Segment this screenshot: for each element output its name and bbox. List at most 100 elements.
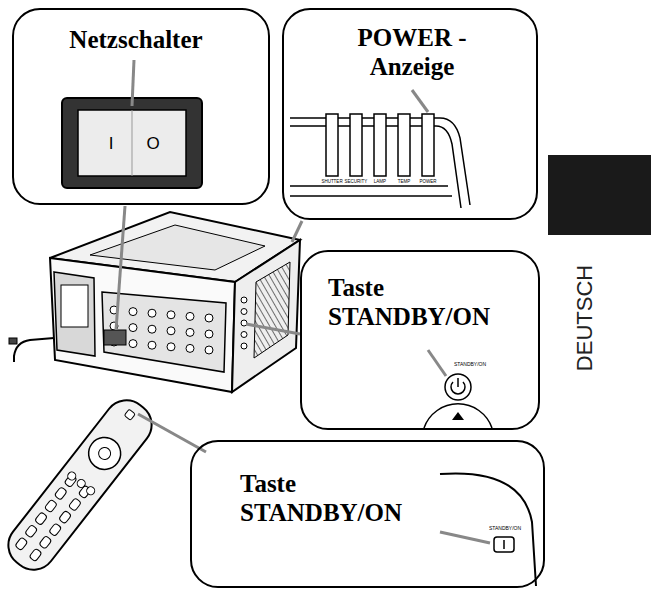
indicator-label: LAMP xyxy=(374,180,386,185)
drawing-circle xyxy=(76,478,87,489)
drawing-circle xyxy=(445,374,471,400)
drawing-circle xyxy=(241,297,247,303)
drawing-g xyxy=(326,114,434,176)
drawing-rect xyxy=(15,537,28,551)
drawing-line xyxy=(503,540,505,549)
drawing-rect xyxy=(326,114,338,176)
drawing-rect xyxy=(25,524,38,538)
drawing-line xyxy=(132,60,134,106)
indicator-label: SHUTTER xyxy=(321,180,342,185)
drawing-rect xyxy=(68,498,81,512)
language-tab xyxy=(548,155,651,235)
drawing-rect xyxy=(191,441,544,587)
drawing-rect xyxy=(61,285,88,327)
drawing-circle xyxy=(167,343,175,351)
callout-box: POWER - Anzeige xyxy=(282,8,538,220)
drawing-rect xyxy=(494,537,514,552)
drawing-rect xyxy=(350,114,362,176)
drawing-polygon xyxy=(102,292,226,372)
drawing-rect xyxy=(283,9,537,219)
callout-box: Taste STANDBY/ON xyxy=(190,440,545,588)
drawing-rect xyxy=(104,330,126,345)
drawing-line xyxy=(132,110,133,176)
drawing-circle xyxy=(241,343,247,349)
indicator-label: TEMP xyxy=(398,180,411,185)
drawing-rect xyxy=(54,487,67,501)
drawing-polygon xyxy=(90,225,265,270)
drawing-line xyxy=(457,378,459,387)
drawing-circle xyxy=(148,341,156,349)
drawing-path xyxy=(290,185,448,187)
drawing-polygon xyxy=(54,272,95,356)
drawing-circle xyxy=(186,312,194,320)
drawing-rect xyxy=(398,114,410,176)
indicator-label: POWER xyxy=(419,180,436,185)
drawing-path xyxy=(452,412,464,420)
drawing-rect xyxy=(29,548,42,562)
drawing-rect xyxy=(13,9,269,204)
switch-symbol: I xyxy=(109,135,114,152)
drawing-g xyxy=(13,470,96,564)
drawing-polygon xyxy=(232,240,300,392)
drawing-circle xyxy=(148,325,156,333)
drawing-rect xyxy=(9,338,17,344)
drawing-circle xyxy=(96,445,113,462)
drawing-circle xyxy=(186,344,194,352)
callout-box: Taste STANDBY/ON xyxy=(300,250,540,430)
drawing-rect xyxy=(0,391,160,578)
callout-pictures xyxy=(62,60,651,586)
drawing-circle xyxy=(205,330,213,338)
drawing-line xyxy=(292,221,302,242)
drawing-circle xyxy=(148,309,156,317)
drawing-circle xyxy=(205,314,213,322)
drawing-circle xyxy=(129,324,137,332)
drawing-line xyxy=(246,324,300,334)
drawing-g xyxy=(13,9,544,587)
drawing-circle xyxy=(129,340,137,348)
drawing-path xyxy=(290,195,452,197)
drawing-rect xyxy=(301,251,539,429)
remote-control xyxy=(0,391,160,578)
drawing-rect xyxy=(374,114,386,176)
callout-title: Netzschalter xyxy=(14,26,258,55)
drawing-circle xyxy=(85,485,96,496)
drawing-rect xyxy=(422,114,434,176)
drawing-circle xyxy=(241,332,247,338)
drawing-path xyxy=(424,404,492,428)
drawing-rect xyxy=(44,499,57,513)
drawing-polygon xyxy=(50,258,235,392)
drawing-rect xyxy=(49,523,62,537)
switch-symbol: O xyxy=(146,135,159,152)
drawing-circle xyxy=(205,346,213,354)
drawing-line xyxy=(440,532,490,543)
drawing-rect xyxy=(39,536,52,550)
drawing-rect xyxy=(62,98,202,188)
drawing-line xyxy=(116,206,125,330)
drawing-circle xyxy=(167,327,175,335)
drawing-line xyxy=(138,414,206,452)
drawing-circle xyxy=(186,328,194,336)
callout-title: Taste STANDBY/ON xyxy=(328,274,528,332)
drawing-path xyxy=(440,473,536,586)
indicator-label: SECURITY xyxy=(345,180,368,185)
button-label: STANDBY/ON xyxy=(454,362,486,367)
callout-title: POWER - Anzeige xyxy=(332,24,492,82)
drawing-circle xyxy=(167,311,175,319)
language-label: DEUTSCH xyxy=(574,265,596,371)
drawing-rect xyxy=(124,409,135,420)
drawing-path xyxy=(14,338,54,362)
drawing-rect xyxy=(78,110,186,176)
drawing-rect xyxy=(59,510,72,524)
drawing-polygon xyxy=(254,262,290,358)
drawing-g xyxy=(241,297,247,349)
callout-box: Netzschalter xyxy=(12,8,270,205)
drawing-circle xyxy=(82,431,127,476)
button-label: STANDBY/ON xyxy=(489,526,521,531)
callout-title: Taste STANDBY/ON xyxy=(240,470,440,528)
drawing-rect xyxy=(34,512,47,526)
drawing-line xyxy=(428,350,446,376)
